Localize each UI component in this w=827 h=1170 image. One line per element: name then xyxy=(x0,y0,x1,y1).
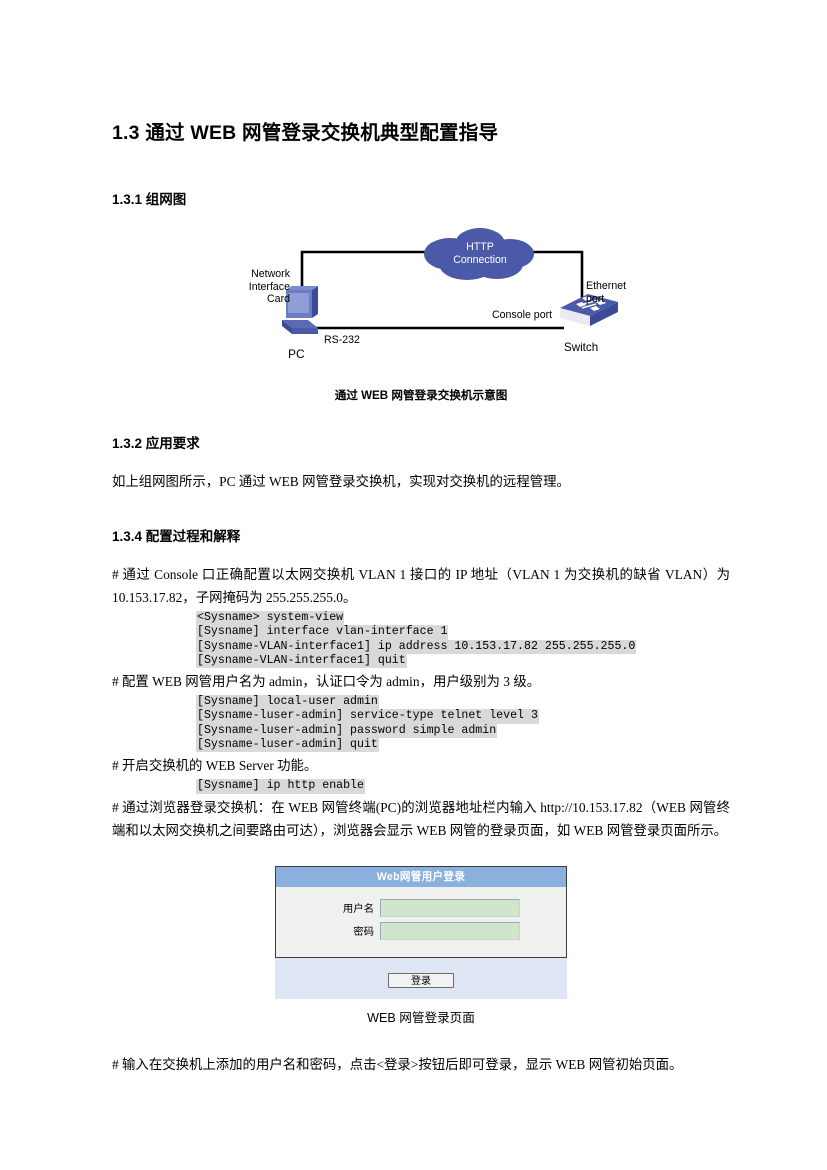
http-cloud-icon xyxy=(424,228,534,280)
code-line: [Sysname] local-user admin xyxy=(196,695,379,710)
paragraph-step-3: # 开启交换机的 WEB Server 功能。 xyxy=(112,758,318,774)
spacer xyxy=(112,547,730,563)
login-footer: 登录 xyxy=(275,957,567,999)
login-form: 用户名 密码 xyxy=(276,886,566,957)
code-block-2: [Sysname] local-user admin [Sysname-luse… xyxy=(196,695,730,753)
paragraph-step-1: # 通过 Console 口正确配置以太网交换机 VLAN 1 接口的 IP 地… xyxy=(112,567,730,605)
spacer xyxy=(112,1027,730,1053)
web-login-screenshot: Web网管用户登录 用户名 密码 登录 xyxy=(275,865,567,999)
code-block-1: <Sysname> system-view [Sysname] interfac… xyxy=(196,611,730,669)
code-line: [Sysname] interface vlan-interface 1 xyxy=(196,625,449,640)
code-line: [Sysname-luser-admin] service-type telne… xyxy=(196,709,539,724)
password-input[interactable] xyxy=(380,921,520,940)
spacer xyxy=(112,454,730,470)
code-line: [Sysname-luser-admin] quit xyxy=(196,738,379,753)
spacer xyxy=(112,842,730,866)
paragraph-requirement: 如上组网图所示，PC 通过 WEB 网管登录交换机，实现对交换机的远程管理。 xyxy=(112,474,570,489)
password-label: 密码 xyxy=(353,927,374,939)
spacer xyxy=(112,146,730,190)
link-nic-to-cloud xyxy=(300,250,450,300)
login-title-bar: Web网管用户登录 xyxy=(276,866,566,887)
code-line: [Sysname-VLAN-interface1] ip address 10.… xyxy=(196,639,637,654)
link-cloud-to-ethernet xyxy=(512,250,584,306)
code-line: <Sysname> system-view xyxy=(196,611,345,626)
label-pc: PC xyxy=(288,347,305,361)
heading-configuration-steps: 1.3.4 配置过程和解释 xyxy=(112,529,241,544)
pc-icon xyxy=(282,286,318,334)
code-line: [Sysname-luser-admin] password simple ad… xyxy=(196,723,498,739)
password-row: 密码 xyxy=(276,921,566,940)
switch-icon xyxy=(560,294,618,326)
login-dialog: Web网管用户登录 用户名 密码 xyxy=(275,865,567,958)
label-rs232: RS-232 xyxy=(324,334,360,346)
username-input[interactable] xyxy=(380,898,520,917)
username-label: 用户名 xyxy=(342,904,374,916)
paragraph-step-4: # 通过浏览器登录交换机：在 WEB 网管终端(PC)的浏览器地址栏内输入 ht… xyxy=(112,799,730,838)
code-line: [Sysname] ip http enable xyxy=(196,779,365,794)
login-page-caption: WEB 网管登录页面 xyxy=(367,1010,475,1025)
label-console-port: Console port xyxy=(492,309,553,321)
paragraph-step-2: # 配置 WEB 网管用户名为 admin，认证口令为 admin，用户级别为 … xyxy=(112,674,541,690)
paragraph-step-5: # 输入在交换机上添加的用户名和密码，点击<登录>按钮后即可登录，显示 WEB … xyxy=(112,1056,683,1072)
heading-networking-diagram: 1.3.1 组网图 xyxy=(112,192,187,207)
diagram-caption: 通过 WEB 网管登录交换机示意图 xyxy=(334,389,508,402)
username-row: 用户名 xyxy=(276,898,566,917)
login-submit-button[interactable]: 登录 xyxy=(388,972,454,988)
spacer xyxy=(112,404,730,434)
topology-svg xyxy=(282,228,618,334)
code-block-3: [Sysname] ip http enable xyxy=(196,779,730,794)
label-switch: Switch xyxy=(564,341,599,354)
spacer xyxy=(112,493,730,527)
heading-application-requirement: 1.3.2 应用要求 xyxy=(112,436,200,451)
page-title: 1.3 通过 WEB 网管登录交换机典型配置指导 xyxy=(112,122,499,144)
code-line: [Sysname-VLAN-interface1] quit xyxy=(196,653,407,669)
document-content: 1.3 通过 WEB 网管登录交换机典型配置指导 1.3.1 组网图 xyxy=(112,120,730,1076)
